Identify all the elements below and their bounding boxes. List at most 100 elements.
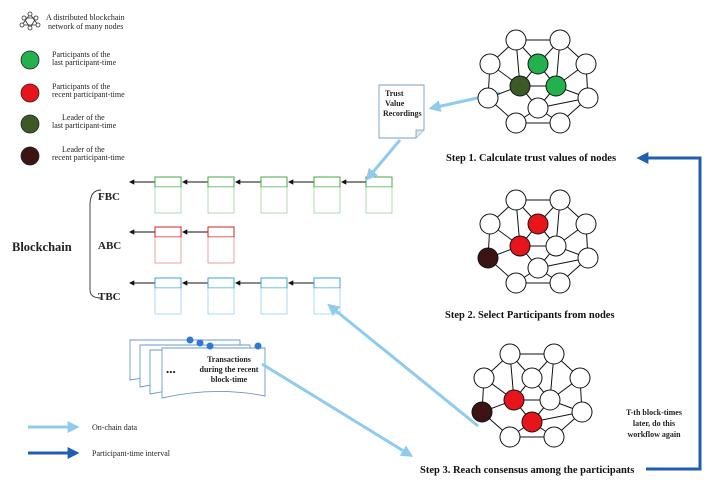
network-node xyxy=(473,367,495,389)
step3-label: Step 3. Reach consensus among the partic… xyxy=(420,465,634,476)
trust-doc-line1: Trust xyxy=(385,89,404,98)
legend-network-line2: network of many nodes xyxy=(48,22,123,31)
blockchain-title: Blockchain xyxy=(12,240,72,254)
loop-arrow xyxy=(636,152,702,471)
interval-legend-label: Participant-time interval xyxy=(92,449,171,458)
network-node xyxy=(527,53,549,75)
network-node xyxy=(499,343,521,365)
legend-participants-recent-line2: recent participant-time xyxy=(52,90,125,99)
leader-last-swatch xyxy=(20,114,40,134)
network-node xyxy=(539,389,561,411)
participants-last-swatch xyxy=(20,50,40,70)
transactions-line3: block-time xyxy=(211,375,248,384)
loop-note-line1: T-th block-times xyxy=(626,408,682,417)
transactions-scrolls: ... Transactions during the recent block… xyxy=(129,336,266,399)
network-node xyxy=(479,53,501,75)
loop-note-line2: later, do this xyxy=(633,419,675,428)
network-node xyxy=(477,87,499,109)
blockchain-section: Blockchain FBC ABC TBC xyxy=(12,176,393,315)
network-node xyxy=(521,367,543,389)
trust-doc-line3: Recordings xyxy=(383,109,422,118)
network-node xyxy=(577,87,599,109)
network-node xyxy=(499,426,521,448)
network-node xyxy=(577,247,599,269)
loop-note-line3: workflow again xyxy=(627,430,681,439)
legend-leader-recent-line1: Leader of the xyxy=(62,145,105,154)
network-node xyxy=(543,426,565,448)
legend-leader-last-line2: last participant-time xyxy=(52,121,117,130)
abc-block xyxy=(154,226,182,264)
onchain-legend-label: On-chain data xyxy=(92,423,138,432)
network-icon xyxy=(19,11,41,31)
legend-participants-last-line2: last participant-time xyxy=(52,58,117,67)
fbc-block xyxy=(365,176,393,214)
bottom-legend: On-chain data Participant-time interval xyxy=(28,421,171,459)
tbc-block xyxy=(260,277,288,315)
abc-block xyxy=(207,226,235,264)
network-step2 xyxy=(477,189,599,294)
network-node xyxy=(505,272,527,294)
chain-blocks xyxy=(128,176,393,315)
network-node xyxy=(471,401,493,423)
network-node xyxy=(505,29,527,51)
tbc-block xyxy=(154,277,182,315)
fbc-block xyxy=(313,176,341,214)
abc-chain xyxy=(128,226,235,264)
arrow-doc-to-fbc xyxy=(365,139,402,181)
network-node xyxy=(545,235,567,257)
network-node xyxy=(549,29,571,51)
transactions-ellipsis: ... xyxy=(166,361,176,376)
fbc-block xyxy=(154,176,182,214)
tbc-label: TBC xyxy=(98,291,121,303)
abc-label: ABC xyxy=(98,240,121,252)
network-node xyxy=(549,112,571,134)
trust-doc-line2: Value xyxy=(385,99,405,108)
network-node xyxy=(479,213,501,235)
network-node xyxy=(527,97,549,119)
tbc-block xyxy=(207,277,235,315)
fbc-label: FBC xyxy=(98,191,120,203)
arrow-transactions-to-step3 xyxy=(261,362,414,457)
network-node xyxy=(549,272,571,294)
network-node xyxy=(477,247,499,269)
legend-participants-recent-line1: Participants of the xyxy=(52,82,111,91)
network-node xyxy=(503,389,525,411)
fbc-block xyxy=(207,176,235,214)
participants-recent-swatch xyxy=(20,83,40,103)
network-node xyxy=(575,213,597,235)
leader-recent-swatch xyxy=(20,146,40,166)
network-node xyxy=(569,367,591,389)
legend: A distributed blockchain network of many… xyxy=(19,11,125,166)
tbc-chain xyxy=(128,277,341,315)
legend-leader-last-line1: Leader of the xyxy=(62,113,105,122)
network-node xyxy=(549,189,571,211)
onchain-arrows xyxy=(261,91,501,457)
network-node xyxy=(571,401,593,423)
step2-label: Step 2. Select Participants from nodes xyxy=(445,310,615,321)
arrow-leader-to-tbc xyxy=(327,303,479,428)
fbc-chain xyxy=(128,176,393,214)
trust-value-recordings-doc: Trust Value Recordings xyxy=(378,84,425,139)
network-node xyxy=(509,75,531,97)
tbc-block xyxy=(313,277,341,315)
legend-participants-last-line1: Participants of the xyxy=(52,50,111,59)
legend-leader-recent-line2: recent participant-time xyxy=(52,153,125,162)
legend-network-line1: A distributed blockchain xyxy=(46,13,125,22)
network-step3 xyxy=(471,343,593,448)
network-step1 xyxy=(477,29,599,134)
network-node xyxy=(527,213,549,235)
transactions-line2: during the recent xyxy=(200,365,259,374)
network-node xyxy=(545,75,567,97)
network-node xyxy=(527,257,549,279)
network-node xyxy=(505,112,527,134)
blockchain-bracket xyxy=(89,189,102,299)
network-node xyxy=(543,343,565,365)
fbc-block xyxy=(260,176,288,214)
network-node xyxy=(505,189,527,211)
step1-label: Step 1. Calculate trust values of nodes xyxy=(446,153,616,164)
network-node xyxy=(575,53,597,75)
transactions-line1: Transactions xyxy=(207,355,251,364)
network-node xyxy=(509,235,531,257)
